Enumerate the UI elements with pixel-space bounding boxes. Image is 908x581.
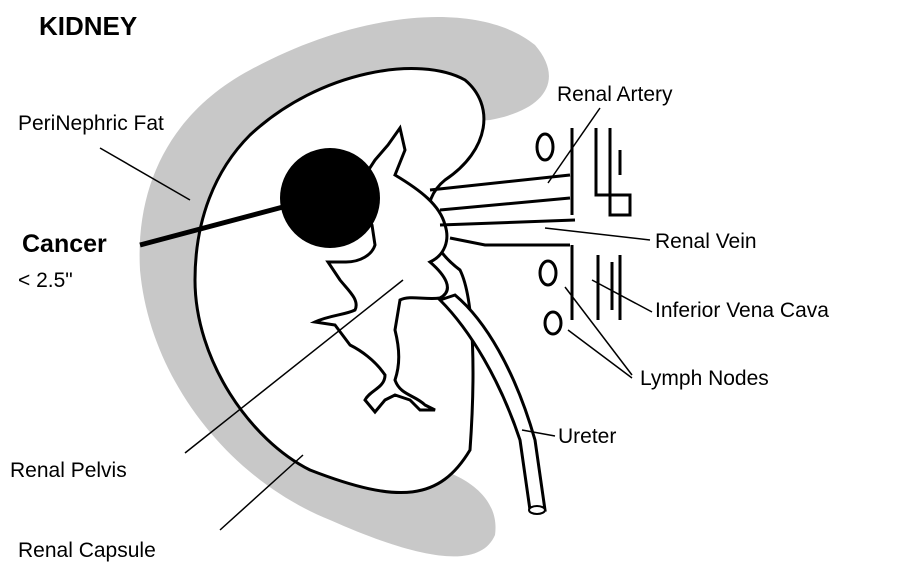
aorta-upper [572, 128, 630, 215]
ureter-end [529, 506, 545, 514]
lymph-node-2 [540, 261, 556, 285]
tumor-mass [280, 148, 380, 248]
leader-renal-artery [548, 108, 600, 183]
label-cancer: Cancer [22, 232, 107, 257]
renal-vein-vessel [440, 220, 575, 245]
label-ureter: Ureter [558, 426, 616, 447]
label-renal-pelvis: Renal Pelvis [10, 460, 127, 481]
diagram-title: KIDNEY [39, 13, 137, 39]
label-renal-capsule: Renal Capsule [18, 540, 156, 561]
leader-renal-vein [545, 228, 650, 240]
lymph-node-3 [545, 312, 561, 334]
label-cancer-size: < 2.5" [18, 270, 73, 291]
leader-lymph-2 [568, 330, 632, 378]
label-renal-artery: Renal Artery [557, 84, 673, 105]
label-renal-vein: Renal Vein [655, 231, 757, 252]
label-perinephric-fat: PeriNephric Fat [18, 113, 164, 134]
label-inferior-vena-cava: Inferior Vena Cava [655, 300, 829, 321]
lymph-node-1 [537, 134, 553, 160]
leader-ivc [592, 280, 652, 312]
label-lymph-nodes: Lymph Nodes [640, 368, 769, 389]
